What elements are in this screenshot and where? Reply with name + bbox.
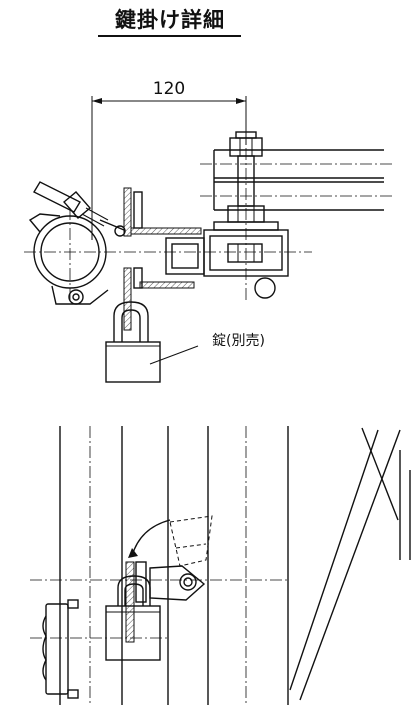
rotated-lock-phantom xyxy=(128,515,213,567)
title-underline xyxy=(98,35,241,37)
diagonal-brace xyxy=(289,427,411,701)
tube-pipes xyxy=(200,149,395,211)
pipe-clamp-side xyxy=(42,599,79,699)
wedge-bolt xyxy=(33,181,109,227)
hinge-bracket xyxy=(125,561,206,643)
hinge-plate xyxy=(123,187,205,331)
top-view: 120 xyxy=(24,79,395,383)
dimension-120: 120 xyxy=(91,79,247,240)
u-bracket xyxy=(203,229,289,299)
drawing-title: 鍵掛け詳細 xyxy=(115,8,225,32)
bottom-view xyxy=(30,426,411,705)
dimension-value: 120 xyxy=(153,79,185,99)
pipe-clamp xyxy=(28,213,126,305)
bolt-assembly xyxy=(213,128,279,300)
padlock-front xyxy=(105,575,161,661)
lock-callout-label: 錠(別売) xyxy=(212,333,265,349)
padlock-top xyxy=(105,301,199,383)
